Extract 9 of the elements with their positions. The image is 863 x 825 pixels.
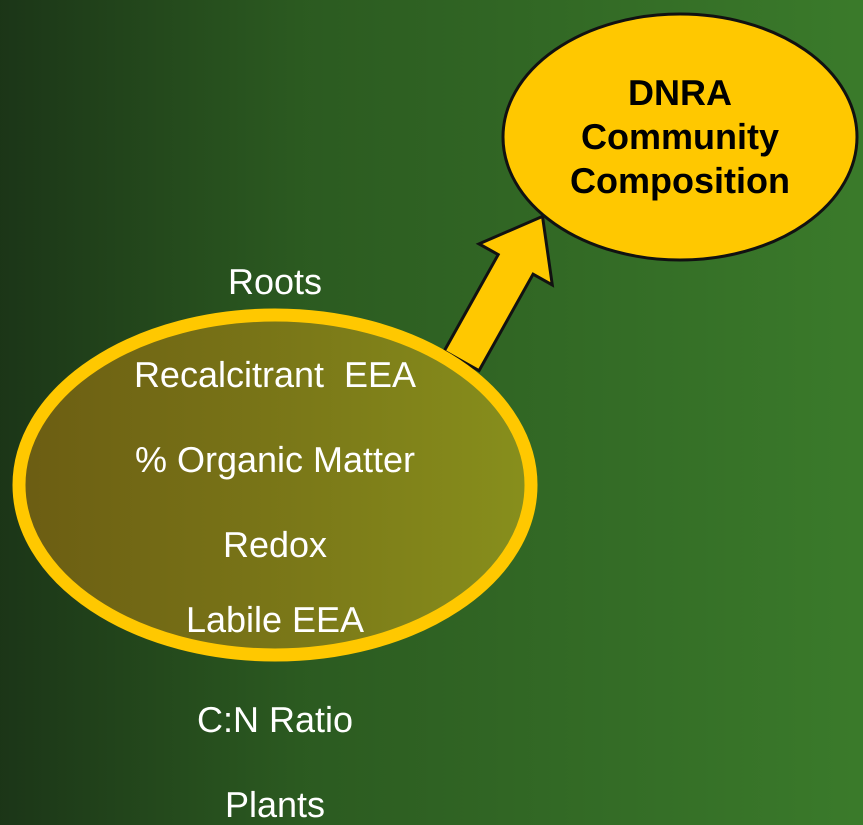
factor-label: Roots [228,262,322,302]
node-label: DNRA Community Composition [569,71,791,203]
factor-label: C:N Ratio [196,700,354,740]
factor-label: Redox [222,525,328,565]
block-arrow [442,214,554,373]
factor-label: Plants [224,785,326,825]
factor-label: Recalcitrant EEA [134,355,416,395]
factor-label: Labile EEA [186,600,364,640]
factor-label: % Organic Matter [134,440,416,480]
